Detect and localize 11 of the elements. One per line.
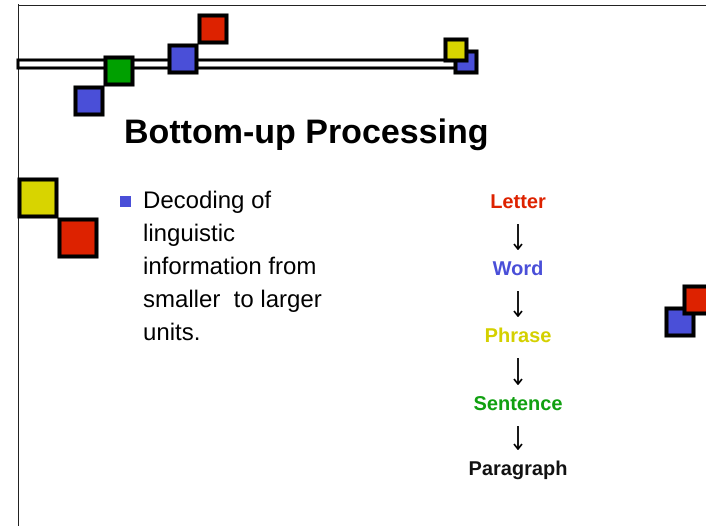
level-label: Paragraph — [468, 457, 568, 481]
arrow — [513, 291, 523, 317]
level-label: Sentence — [474, 392, 562, 416]
arrow — [513, 426, 523, 450]
arrow — [513, 224, 523, 250]
level-label: Phrase — [484, 324, 552, 348]
level-label: Word — [492, 257, 544, 281]
bullet-text: Decoding of linguistic information from smaller to larger units. — [143, 186, 323, 348]
slide-title: Bottom-up Processing — [124, 112, 489, 153]
arrow — [513, 358, 523, 385]
level-label: Letter — [490, 190, 546, 214]
